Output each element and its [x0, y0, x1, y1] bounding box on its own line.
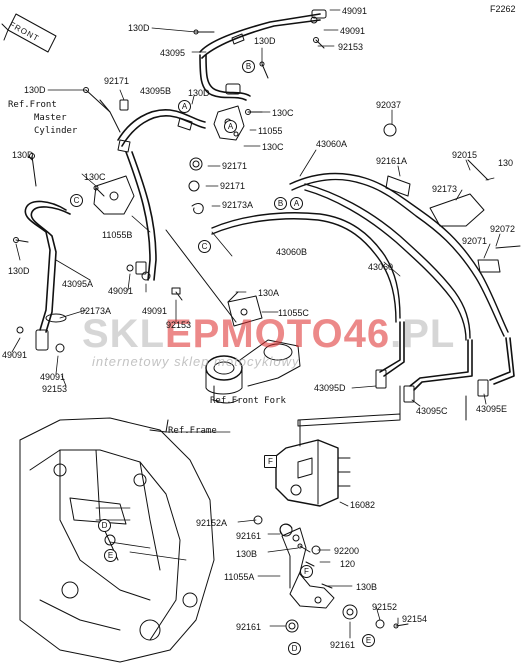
brake-pipe-43060a: [289, 172, 509, 337]
front-arrow-icon: [1, 13, 57, 53]
callout-49091: 49091: [40, 372, 66, 382]
callout-130c: 130C: [272, 108, 294, 118]
connector-c: C: [198, 240, 211, 253]
callout-92173a: 92173A: [80, 306, 112, 316]
connector-b: B: [274, 197, 287, 210]
callout-92154: 92154: [402, 614, 428, 624]
callout-130a: 130A: [258, 288, 280, 298]
connector-a: A: [178, 100, 191, 113]
callout-92152: 92152: [372, 602, 398, 612]
callout-130c: 130C: [262, 142, 284, 152]
watermark: SKLEPMOTO46.PL: [82, 312, 455, 357]
ref-master-cylinder-line2: Master: [34, 113, 67, 123]
fasteners: [13, 16, 521, 633]
callout-92153: 92153: [42, 384, 68, 394]
callout-49091: 49091: [340, 26, 366, 36]
callout-130d: 130D: [254, 36, 276, 46]
brake-hose-43095d: [375, 321, 405, 389]
connector-f: F: [300, 565, 313, 578]
brake-pipe-43060b: [211, 212, 401, 323]
ref-front-fork: Ref.Front Fork: [210, 396, 286, 406]
callout-92152a: 92152A: [196, 518, 228, 528]
callout-130b: 130B: [236, 549, 258, 559]
callout-49091: 49091: [142, 306, 168, 316]
callout-43095d: 43095D: [314, 383, 346, 393]
watermark-tagline: internetowy sklep motocyklowy: [92, 354, 300, 369]
callout-49091: 49091: [2, 350, 28, 360]
callout-130c: 130C: [84, 172, 106, 182]
callout-92171: 92171: [220, 181, 246, 191]
callout-130: 130: [498, 158, 514, 168]
connector-b: B: [242, 60, 255, 73]
callout-16082: 16082: [350, 500, 376, 510]
callout-43095b: 43095B: [140, 86, 172, 96]
callout-43095: 43095: [160, 48, 186, 58]
callout-43060a: 43060A: [316, 139, 348, 149]
callout-92161a: 92161A: [376, 156, 408, 166]
brake-hose-43095e: [477, 337, 515, 397]
callout-43060b: 43060B: [276, 247, 308, 257]
abs-unit-16082: [275, 385, 467, 507]
callout-92161: 92161: [236, 531, 262, 541]
connector-d: D: [288, 642, 301, 655]
callout-92037: 92037: [376, 100, 402, 110]
bracket-11055a: [281, 527, 335, 609]
connector-d: D: [98, 519, 111, 532]
callout-49091: 49091: [342, 6, 368, 16]
clamp-11055c: [227, 295, 263, 327]
callout-130d: 130D: [128, 23, 150, 33]
callout-130d: 130D: [24, 85, 46, 95]
callout-11055a: 11055A: [224, 572, 255, 582]
callout-43095a: 43095A: [62, 279, 94, 289]
callout-92171: 92171: [222, 161, 248, 171]
figure-code: F2262: [490, 4, 516, 14]
callout-130b: 130B: [356, 582, 378, 592]
brake-hose-43095c: [403, 339, 473, 403]
brake-hose-43095b: [117, 109, 206, 153]
connector-e: E: [104, 549, 117, 562]
callout-11055b: 11055B: [102, 230, 133, 240]
callout-92171: 92171: [104, 76, 130, 86]
callout-120: 120: [340, 559, 356, 569]
callout-130d: 130D: [188, 88, 210, 98]
connector-a: A: [224, 120, 237, 133]
callout-11055: 11055: [258, 126, 283, 136]
brake-hose-43095a: [24, 200, 71, 351]
callout-43095e: 43095E: [476, 404, 508, 414]
callout-92015: 92015: [452, 150, 478, 160]
callout-43060: 43060: [368, 262, 394, 272]
watermark-part1: SKL: [82, 312, 165, 356]
bracket-11055b: [93, 175, 135, 215]
connector-a: A: [290, 197, 303, 210]
callout-43095c: 43095C: [416, 406, 448, 416]
brake-pipe-43060: [304, 183, 471, 341]
front-fork: [205, 339, 301, 404]
ref-master-cylinder-line3: Cylinder: [34, 126, 78, 136]
connector-c: C: [70, 194, 83, 207]
connector-f: F: [264, 455, 277, 468]
callout-11055c: 11055C: [278, 308, 309, 318]
callout-92161: 92161: [236, 622, 262, 632]
connector-e: E: [362, 634, 375, 647]
callout-92200: 92200: [334, 546, 360, 556]
callout-92161: 92161: [330, 640, 356, 650]
callout-49091: 49091: [108, 286, 134, 296]
ref-frame: Ref.Frame: [168, 426, 217, 436]
callout-92071: 92071: [462, 236, 488, 246]
watermark-part2: .PL: [390, 312, 456, 356]
callout-92153: 92153: [338, 42, 364, 52]
callout-92072: 92072: [490, 224, 516, 234]
motorcycle-frame: [19, 417, 215, 663]
callout-92153: 92153: [166, 320, 192, 330]
watermark-highlight: EPMOTO46: [165, 312, 391, 356]
brake-hose-43095: [199, 9, 327, 101]
callout-92173a: 92173A: [222, 200, 254, 210]
leader-lines: [11, 9, 501, 639]
callout-92173: 92173: [432, 184, 458, 194]
callout-130d: 130D: [8, 266, 30, 276]
ref-master-cylinder-line1: Ref.Front: [8, 100, 57, 110]
callout-130d: 130D: [12, 150, 34, 160]
